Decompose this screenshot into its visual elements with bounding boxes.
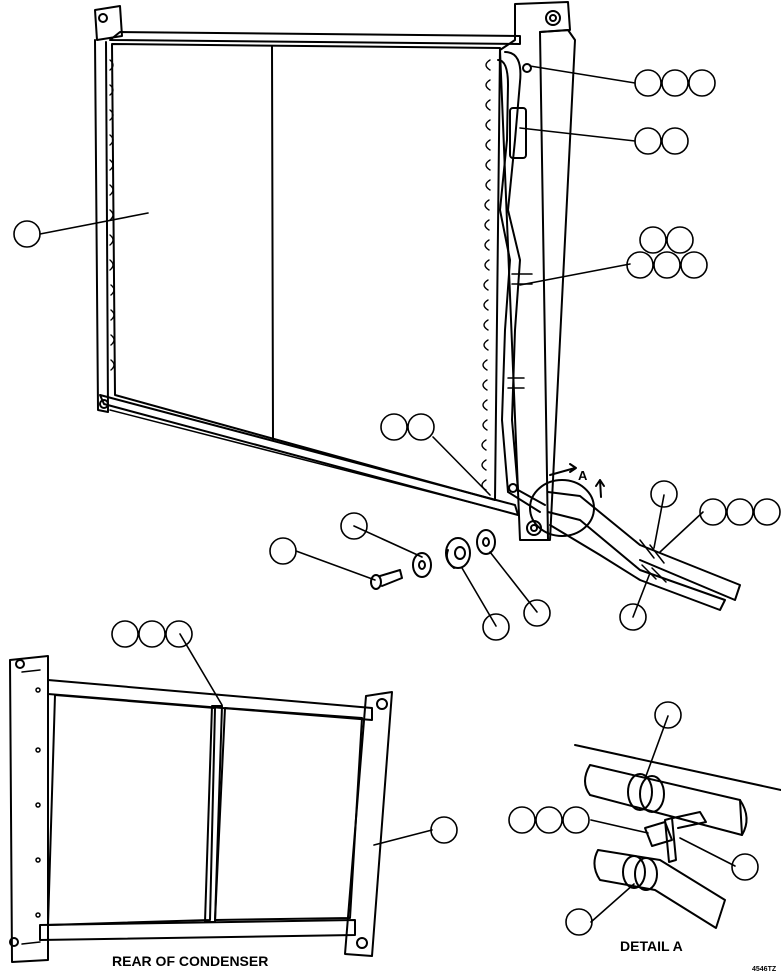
- top-header: [109, 31, 521, 45]
- bottom-rail: [99, 394, 519, 516]
- callout-circle: [523, 599, 551, 627]
- right-frame-rail: [499, 1, 576, 541]
- right-coil-bends: [481, 59, 491, 491]
- detail-bracket: [644, 811, 707, 863]
- callout-circle: [482, 613, 510, 641]
- detail-lower-clamp: [622, 855, 658, 891]
- pressure-switch: [509, 107, 527, 159]
- callout-circle: [731, 853, 759, 881]
- callout-circle: [380, 413, 435, 441]
- left-frame-rail: [94, 5, 123, 413]
- detail-a: [574, 744, 781, 929]
- bolt: [370, 569, 403, 590]
- condenser-core: [111, 43, 501, 501]
- callout-circle: [340, 512, 368, 540]
- rear-right-rail: [344, 691, 393, 957]
- detail-a-caption: DETAIL A: [620, 938, 683, 954]
- rear-bottom-rail: [39, 919, 356, 941]
- callout-circle: [269, 537, 297, 565]
- callout-circle: [508, 806, 590, 834]
- callout-circle: [634, 69, 716, 97]
- rear-left-rail: [9, 655, 49, 963]
- rear-panel-right: [214, 707, 363, 921]
- callout-circle: [654, 701, 682, 729]
- core-divider: [271, 45, 274, 441]
- main-condenser: [94, 1, 741, 611]
- refrigerant-tube: [497, 51, 546, 513]
- outlet-hoses: [547, 491, 741, 611]
- left-coil-bends: [109, 59, 115, 371]
- callout-circle: [13, 220, 41, 248]
- callouts: [13, 65, 781, 936]
- callout-circle: [626, 251, 708, 279]
- detail-lower-hose: [593, 849, 726, 929]
- callout-circle: [430, 816, 458, 844]
- callout-circle: [111, 620, 193, 648]
- rear-of-condenser: [9, 655, 393, 963]
- callout-circle: [565, 908, 593, 936]
- rear-panel-left: [47, 694, 216, 926]
- callout-circle: [619, 603, 647, 631]
- callout-circle: [634, 127, 689, 155]
- rear-of-condenser-caption: REAR OF CONDENSER: [112, 953, 269, 969]
- callout-circle: [699, 498, 781, 526]
- detail-a-circle: [529, 479, 595, 537]
- view-arrow-left: [549, 463, 577, 476]
- rear-top-rail: [47, 679, 373, 721]
- callout-circle: [650, 480, 678, 508]
- washer: [412, 552, 432, 578]
- detail-upper-hose: [584, 764, 743, 836]
- mounting-hardware: [370, 529, 496, 590]
- flat-washer: [476, 529, 496, 555]
- callout-circle: [639, 226, 694, 254]
- detail-upper-clamp: [627, 773, 665, 813]
- detail-frame-edge: [574, 744, 781, 791]
- view-arrow-up: [595, 479, 605, 498]
- grommet: [445, 537, 471, 569]
- view-marker-label: A: [578, 468, 588, 483]
- figure-code: 4546TZ: [752, 966, 777, 973]
